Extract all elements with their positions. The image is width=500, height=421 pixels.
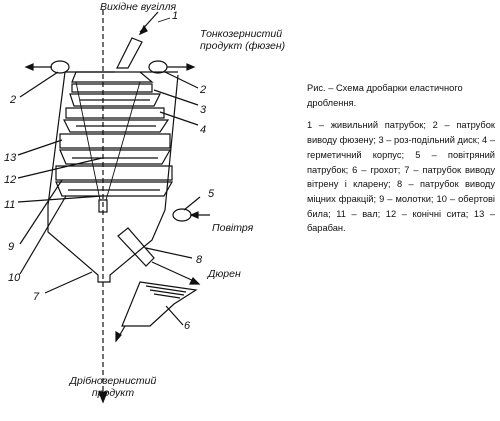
- feed-arrowhead: [138, 24, 148, 36]
- caption-legend: 1 – живильний патрубок; 2 – патрубок вив…: [307, 120, 495, 234]
- axis-arrowhead: [98, 391, 108, 404]
- housing-outline: [47, 71, 179, 283]
- callout-12: 12: [4, 174, 17, 186]
- durain-arrow: [151, 261, 197, 283]
- screen-hopper: [121, 281, 198, 327]
- exhaust-gases-label: Вихідне вугілля: [100, 1, 177, 13]
- callout-3: 3: [200, 104, 207, 116]
- air-arrowhead: [189, 211, 199, 219]
- arrowhead-right: [186, 63, 196, 71]
- callout-13: 13: [4, 152, 17, 164]
- callout-10: 10: [8, 272, 21, 284]
- cone-line-right: [105, 81, 141, 201]
- fusain-outlet-right: [148, 60, 168, 74]
- screen-mesh: [145, 285, 187, 299]
- callout-7: 7: [33, 291, 40, 303]
- callout-11: 11: [4, 199, 16, 211]
- drum-tier-3: [59, 133, 172, 165]
- air-label: Повітря: [212, 222, 254, 234]
- coarse-product-label: Дрібнозернистий продукт: [69, 375, 157, 399]
- callout-6: 6: [184, 320, 191, 332]
- shaft-base: [98, 199, 108, 213]
- drum-tier-2: [63, 107, 170, 133]
- screen-arrowhead: [115, 330, 122, 343]
- durain-pipe: [117, 227, 155, 267]
- distribution-disc: [71, 71, 154, 83]
- callout-5: 5: [208, 188, 215, 200]
- callout-8: 8: [196, 254, 203, 266]
- callout-1: 1: [172, 10, 179, 22]
- fusain-outlet-left: [50, 60, 70, 74]
- durain-arrowhead: [189, 276, 201, 285]
- air-inlet: [172, 208, 192, 222]
- leader-1: [157, 17, 171, 23]
- feed-pipe: [116, 37, 143, 69]
- caption-title: Рис. – Схема дробарки еластичного дробле…: [307, 83, 463, 108]
- arrowhead-left: [24, 63, 34, 71]
- cone-line-left: [75, 81, 101, 201]
- callout-4: 4: [200, 124, 207, 136]
- figure-caption: Рис. – Схема дробарки еластичного дробле…: [307, 81, 495, 236]
- callout-leaders: [17, 71, 201, 326]
- sieve-hatching: [68, 99, 160, 191]
- drum-tier-1: [69, 83, 161, 107]
- callout-2-left: 2: [10, 94, 17, 106]
- durain-label: Дюрен: [208, 268, 241, 280]
- fine-product-label: Тонкозернистий продукт (фюзен): [200, 28, 286, 52]
- callout-9: 9: [8, 241, 15, 253]
- drum-tier-4: [55, 165, 174, 197]
- callout-2-right: 2: [200, 84, 207, 96]
